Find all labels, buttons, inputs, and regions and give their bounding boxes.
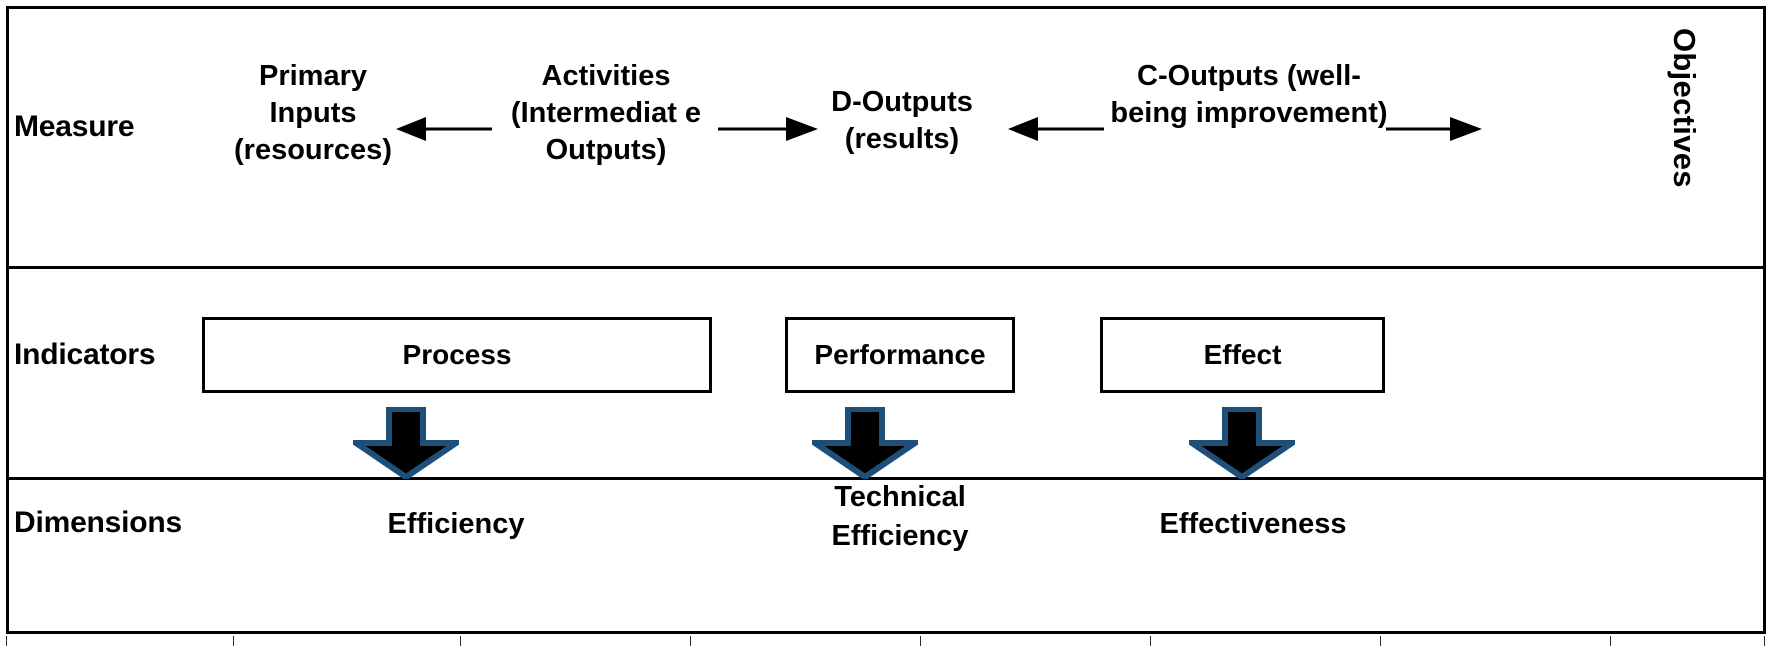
row-separator-measure-indicators xyxy=(6,266,1766,269)
indicator-box-process[interactable]: Process xyxy=(202,317,712,393)
dimension-effectiveness: Effectiveness xyxy=(1159,508,1347,540)
ruler-tick xyxy=(6,636,7,646)
arrow-right-activities-to-d-outputs xyxy=(718,117,818,141)
down-arrow-performance-to-technical-efficiency xyxy=(812,407,918,479)
dimension-technical-efficiency: Technical Efficiency xyxy=(831,481,969,553)
ruler-tick xyxy=(1764,636,1765,646)
measure-node-primary-inputs: Primary Inputs (resources) xyxy=(234,60,392,167)
down-arrow-effect-to-effectiveness xyxy=(1189,407,1295,479)
ruler-tick xyxy=(920,636,921,646)
measure-node-c-outputs: C-Outputs (well-being improvement) xyxy=(1110,60,1388,130)
measure-node-objectives: Objectives xyxy=(1667,28,1702,188)
diagram-outer-frame xyxy=(6,6,1766,634)
ruler-tick xyxy=(1380,636,1381,646)
down-arrow-process-to-efficiency xyxy=(353,407,459,479)
arrow-right-c-outputs-to-objectives xyxy=(1386,117,1482,141)
indicator-box-process-label: Process xyxy=(402,339,512,370)
row-label-measure: Measure xyxy=(14,110,135,143)
indicator-box-performance[interactable]: Performance xyxy=(785,317,1015,393)
measure-node-d-outputs: D-Outputs (results) xyxy=(831,86,973,156)
row-label-dimensions: Dimensions xyxy=(14,506,183,539)
measure-node-activities: Activities (Intermediat e Outputs) xyxy=(510,60,702,167)
dimension-efficiency: Efficiency xyxy=(387,508,525,540)
row-separator-indicators-dimensions xyxy=(6,477,1766,480)
arrow-left-c-outputs-to-d-outputs xyxy=(1008,117,1104,141)
arrow-left-activities-to-primary-inputs xyxy=(396,117,492,141)
row-label-indicators: Indicators xyxy=(14,338,156,371)
ruler-tick xyxy=(1150,636,1151,646)
ruler-tick xyxy=(690,636,691,646)
ruler-tick xyxy=(233,636,234,646)
indicator-box-effect-label: Effect xyxy=(1203,339,1282,370)
ruler-tick xyxy=(460,636,461,646)
ruler-tick xyxy=(1610,636,1611,646)
indicator-box-performance-label: Performance xyxy=(814,339,986,370)
indicator-box-effect[interactable]: Effect xyxy=(1100,317,1385,393)
